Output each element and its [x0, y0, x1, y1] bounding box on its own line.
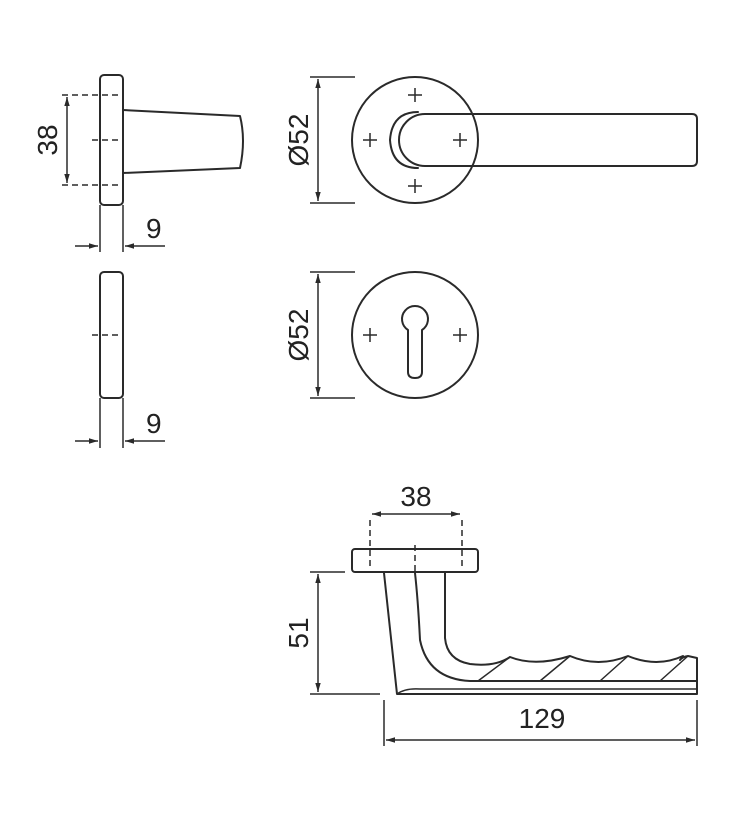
lever-top-view: 38 51 129 — [283, 481, 698, 746]
screw-cross-icons — [363, 328, 467, 342]
lever-collar — [389, 111, 419, 169]
lever-outline — [398, 113, 698, 167]
escutcheon-front-view: Ø52 — [283, 271, 479, 399]
lever-front-view: Ø52 — [283, 76, 698, 204]
dimension-9-label: 9 — [146, 213, 162, 244]
lever-shank-outline — [122, 109, 244, 174]
escutcheon-side-view: 9 — [75, 271, 165, 448]
screw-cross-icons — [363, 88, 467, 193]
rose-outline — [351, 76, 479, 204]
dimension-129-label: 129 — [519, 703, 566, 734]
dimension-9-label: 9 — [146, 408, 162, 439]
diameter-52-label: Ø52 — [283, 114, 314, 167]
dimension-38-label: 38 — [400, 481, 431, 512]
lever-side-view: 38 9 — [32, 74, 244, 252]
keyhole-icon — [401, 305, 429, 379]
diameter-52-label: Ø52 — [283, 309, 314, 362]
dimension-51-label: 51 — [283, 617, 314, 648]
dimension-38-label: 38 — [32, 124, 63, 155]
